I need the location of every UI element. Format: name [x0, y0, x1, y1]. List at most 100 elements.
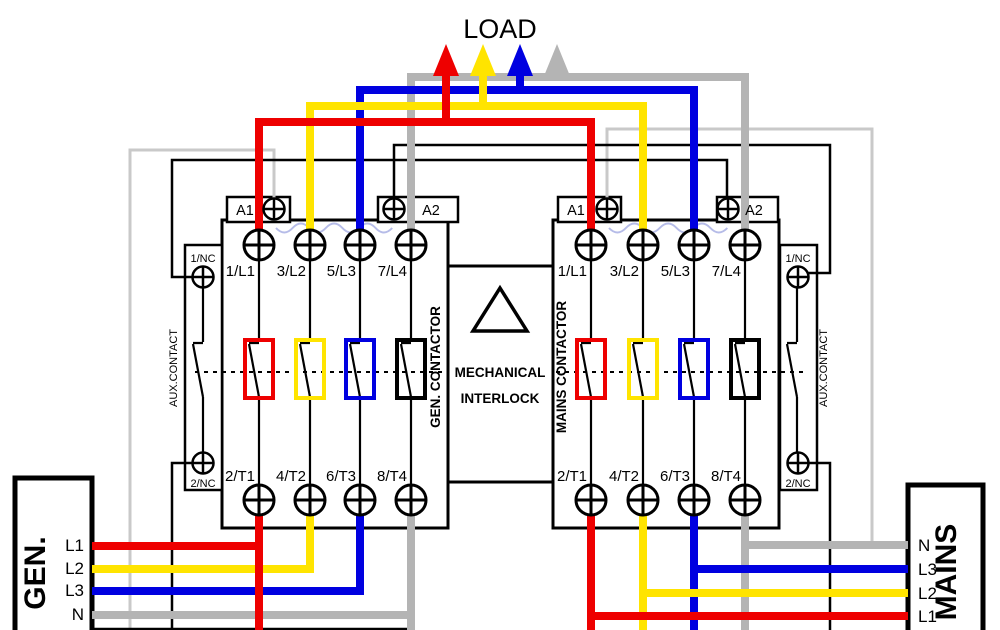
wire-mains-l3-bottom: [690, 498, 908, 630]
mains-l1-label: L1: [918, 607, 937, 626]
load-arrows: [433, 44, 570, 125]
mains-pole4-frame: [729, 338, 761, 400]
interlock-triangle-icon: [469, 284, 531, 333]
mains-pole3-switch: [682, 245, 696, 500]
screw-gen-aux-2nc: [191, 451, 215, 475]
mains-source-label: MAINS: [930, 524, 963, 621]
screw-mains-aux-1nc: [786, 265, 810, 289]
mains-pole3-frame: [678, 338, 710, 400]
wire-gen-a1-control-gray: [128, 148, 276, 630]
screw-mains-a2: [716, 197, 740, 221]
interlock-label-line2: INTERLOCK: [461, 391, 540, 406]
gen-terminal-5l3-label: 5/L3: [327, 263, 356, 280]
gen-a2-label: A2: [422, 203, 440, 219]
gen-terminal-7l4-label: 7/L4: [378, 263, 407, 280]
mains-terminal-6t3-label: 6/T3: [660, 468, 690, 485]
wire-mains-l1-bottom: [587, 498, 908, 630]
mains-l3-label: L3: [918, 560, 937, 579]
mains-aux-1nc-label: 1/NC: [785, 253, 810, 265]
gen-l2-label: L2: [65, 559, 84, 578]
mains-aux-switch: [785, 277, 799, 463]
load-arrow-l2-head: [470, 44, 496, 76]
mains-pole2-switch: [631, 245, 645, 500]
mains-terminal-3l2-label: 3/L2: [610, 263, 639, 280]
mains-pole1-switch: [579, 245, 593, 500]
wire-load-l1-top: [255, 118, 595, 245]
screw-gen-a2: [382, 197, 406, 221]
mains-terminal-4t2-label: 4/T2: [609, 468, 639, 485]
mains-terminal-8t4-label: 8/T4: [711, 468, 741, 485]
gen-aux-2nc-label: 2/NC: [190, 478, 215, 490]
gen-l3-label: L3: [65, 581, 84, 600]
screw-gen-2t1: [242, 483, 276, 517]
load-arrow-l3-head: [507, 44, 533, 76]
gen-l1-label: L1: [65, 536, 84, 555]
screw-gen-6t3: [343, 483, 377, 517]
wire-mains-a1-control-gray: [605, 127, 874, 545]
interlock-label-line1: MECHANICAL: [455, 365, 546, 380]
wire-gen-l3-bottom: [92, 498, 364, 595]
load-arrow-neutral-head: [544, 44, 570, 76]
wire-load-l3-top: [356, 86, 698, 245]
gen-pole4-frame: [395, 338, 427, 400]
screw-mains-aux-2nc: [786, 451, 810, 475]
mains-terminal-1l1-label: 1/L1: [558, 263, 587, 280]
gen-terminal-3l2-label: 3/L2: [277, 263, 306, 280]
screw-mains-6t3: [677, 483, 711, 517]
wire-gen-a2-to-mains-aux-black: [392, 143, 832, 275]
screw-gen-8t4: [394, 483, 428, 517]
screw-gen-4t2: [293, 483, 327, 517]
gen-terminal-6t3-label: 6/T3: [326, 468, 356, 485]
wire-gen-aux-to-mains-a2-black: [170, 158, 729, 279]
gen-pole-switches: [191, 245, 413, 500]
gen-pole2-switch: [298, 245, 312, 500]
gen-a1-label: A1: [236, 203, 254, 219]
screw-gen-5l3: [343, 228, 377, 262]
gen-pole-frames: [243, 338, 427, 400]
mains-terminal-5l3-label: 5/L3: [661, 263, 690, 280]
mains-l2-label: L2: [918, 584, 937, 603]
mains-n-label: N: [918, 536, 930, 555]
screw-mains-5l3: [677, 228, 711, 262]
gen-aux-contact-label: AUX.CONTACT: [168, 329, 180, 407]
screw-gen-1l1: [242, 228, 276, 262]
gen-pole2-frame: [294, 338, 326, 400]
mains-terminal-7l4-label: 7/L4: [712, 263, 741, 280]
gen-aux-1nc-label: 1/NC: [190, 253, 215, 265]
wire-mains-l2-bottom: [639, 498, 908, 630]
gen-n-label: N: [72, 605, 84, 624]
screw-mains-3l2: [626, 228, 660, 262]
load-label: LOAD: [463, 14, 537, 44]
gen-terminal-8t4-label: 8/T4: [377, 468, 407, 485]
mains-a2-label: A2: [745, 203, 763, 219]
gen-terminal-1l1-label: 1/L1: [226, 263, 255, 280]
mains-pole-switches: [579, 245, 799, 500]
mains-a1-label: A1: [567, 203, 585, 219]
screw-mains-8t4: [728, 483, 762, 517]
gen-aux-switch: [191, 277, 205, 463]
gen-pole1-switch: [247, 245, 261, 500]
gen-pole3-frame: [344, 338, 376, 400]
mains-pole4-switch: [733, 245, 747, 500]
wire-gen-neutral-bottom: [92, 498, 415, 630]
mains-terminal-2t1-label: 2/T1: [557, 468, 587, 485]
mains-pole-frames: [575, 338, 761, 400]
gen-contactor-name-label: GEN. CONTACTOR: [428, 306, 443, 428]
mains-pole2-frame: [627, 338, 659, 400]
mains-aux-contact-label: AUX.CONTACT: [818, 329, 830, 407]
wire-load-l2-top: [306, 102, 647, 245]
wire-load-neutral-top: [407, 73, 749, 245]
screw-mains-a1: [595, 197, 619, 221]
gen-coil-symbol: [275, 222, 393, 234]
gen-terminal-4t2-label: 4/T2: [276, 468, 306, 485]
gen-pole4-switch: [399, 245, 413, 500]
screw-mains-7l4: [728, 228, 762, 262]
mains-contactor-name-label: MAINS CONTACTOR: [554, 301, 569, 433]
load-arrow-l1-head: [433, 44, 459, 76]
gen-terminal-2t1-label: 2/T1: [225, 468, 255, 485]
screw-mains-1l1: [574, 228, 608, 262]
screw-mains-4t2: [626, 483, 660, 517]
wire-gen-l2-bottom: [92, 498, 314, 573]
